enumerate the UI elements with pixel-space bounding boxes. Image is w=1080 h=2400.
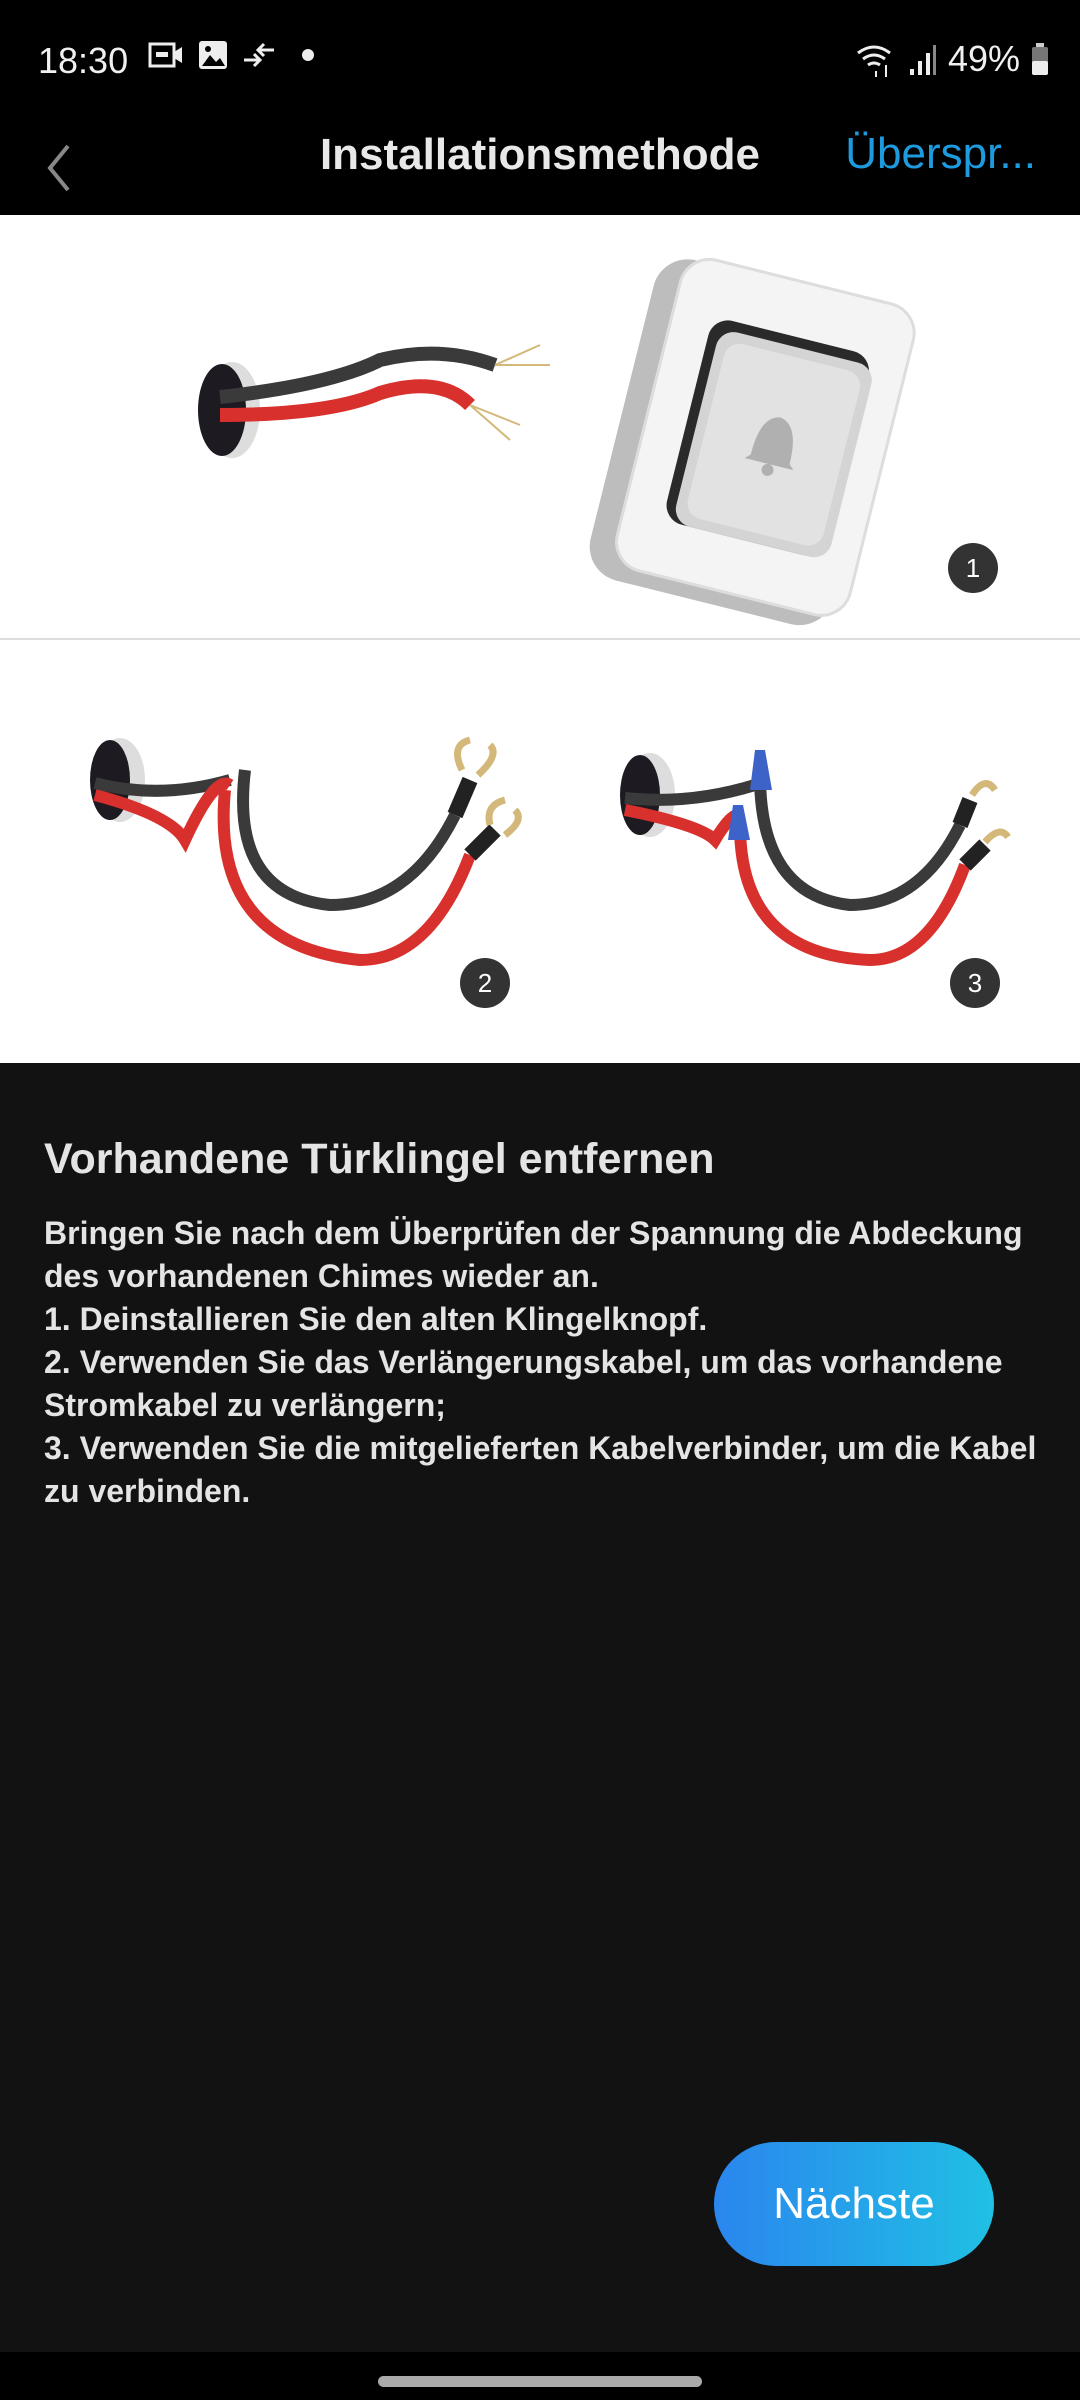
back-button[interactable] (40, 132, 90, 202)
home-indicator[interactable] (378, 2376, 702, 2387)
step-instructions: Bringen Sie nach dem Überprüfen der Span… (44, 1215, 1037, 1509)
skip-button[interactable]: Überspr... (845, 129, 1036, 178)
svg-text:3: 3 (968, 968, 982, 998)
step-3-badge: 3 (950, 958, 1000, 1008)
data-transfer-icon (244, 42, 274, 68)
step-1-illustration (198, 257, 916, 626)
step-heading: Vorhandene Türklingel entfernen (44, 1135, 715, 1183)
app-header: Installationsmethode Überspr... (0, 120, 1080, 215)
step-2-illustration (90, 736, 522, 967)
step-2-badge: 2 (460, 958, 510, 1008)
dot-icon (302, 49, 314, 61)
svg-text:1: 1 (966, 553, 980, 583)
installation-illustration: 1 2 3 (0, 215, 1080, 1063)
video-call-icon (148, 42, 182, 68)
navigation-bar (0, 2352, 1080, 2400)
step-1-badge: 1 (948, 543, 998, 593)
image-icon (199, 41, 227, 69)
page-title: Installationsmethode (319, 130, 761, 179)
signal-icon (909, 45, 936, 75)
step-3-illustration (620, 750, 1011, 967)
wifi-icon (857, 45, 891, 77)
battery-percent: 49% (947, 38, 1020, 79)
battery-icon (1032, 43, 1048, 75)
status-time: 18:30 (38, 40, 129, 81)
svg-text:2: 2 (478, 968, 492, 998)
status-bar: 18:30 49% (0, 0, 1080, 120)
next-button[interactable]: Nächste (714, 2142, 994, 2266)
